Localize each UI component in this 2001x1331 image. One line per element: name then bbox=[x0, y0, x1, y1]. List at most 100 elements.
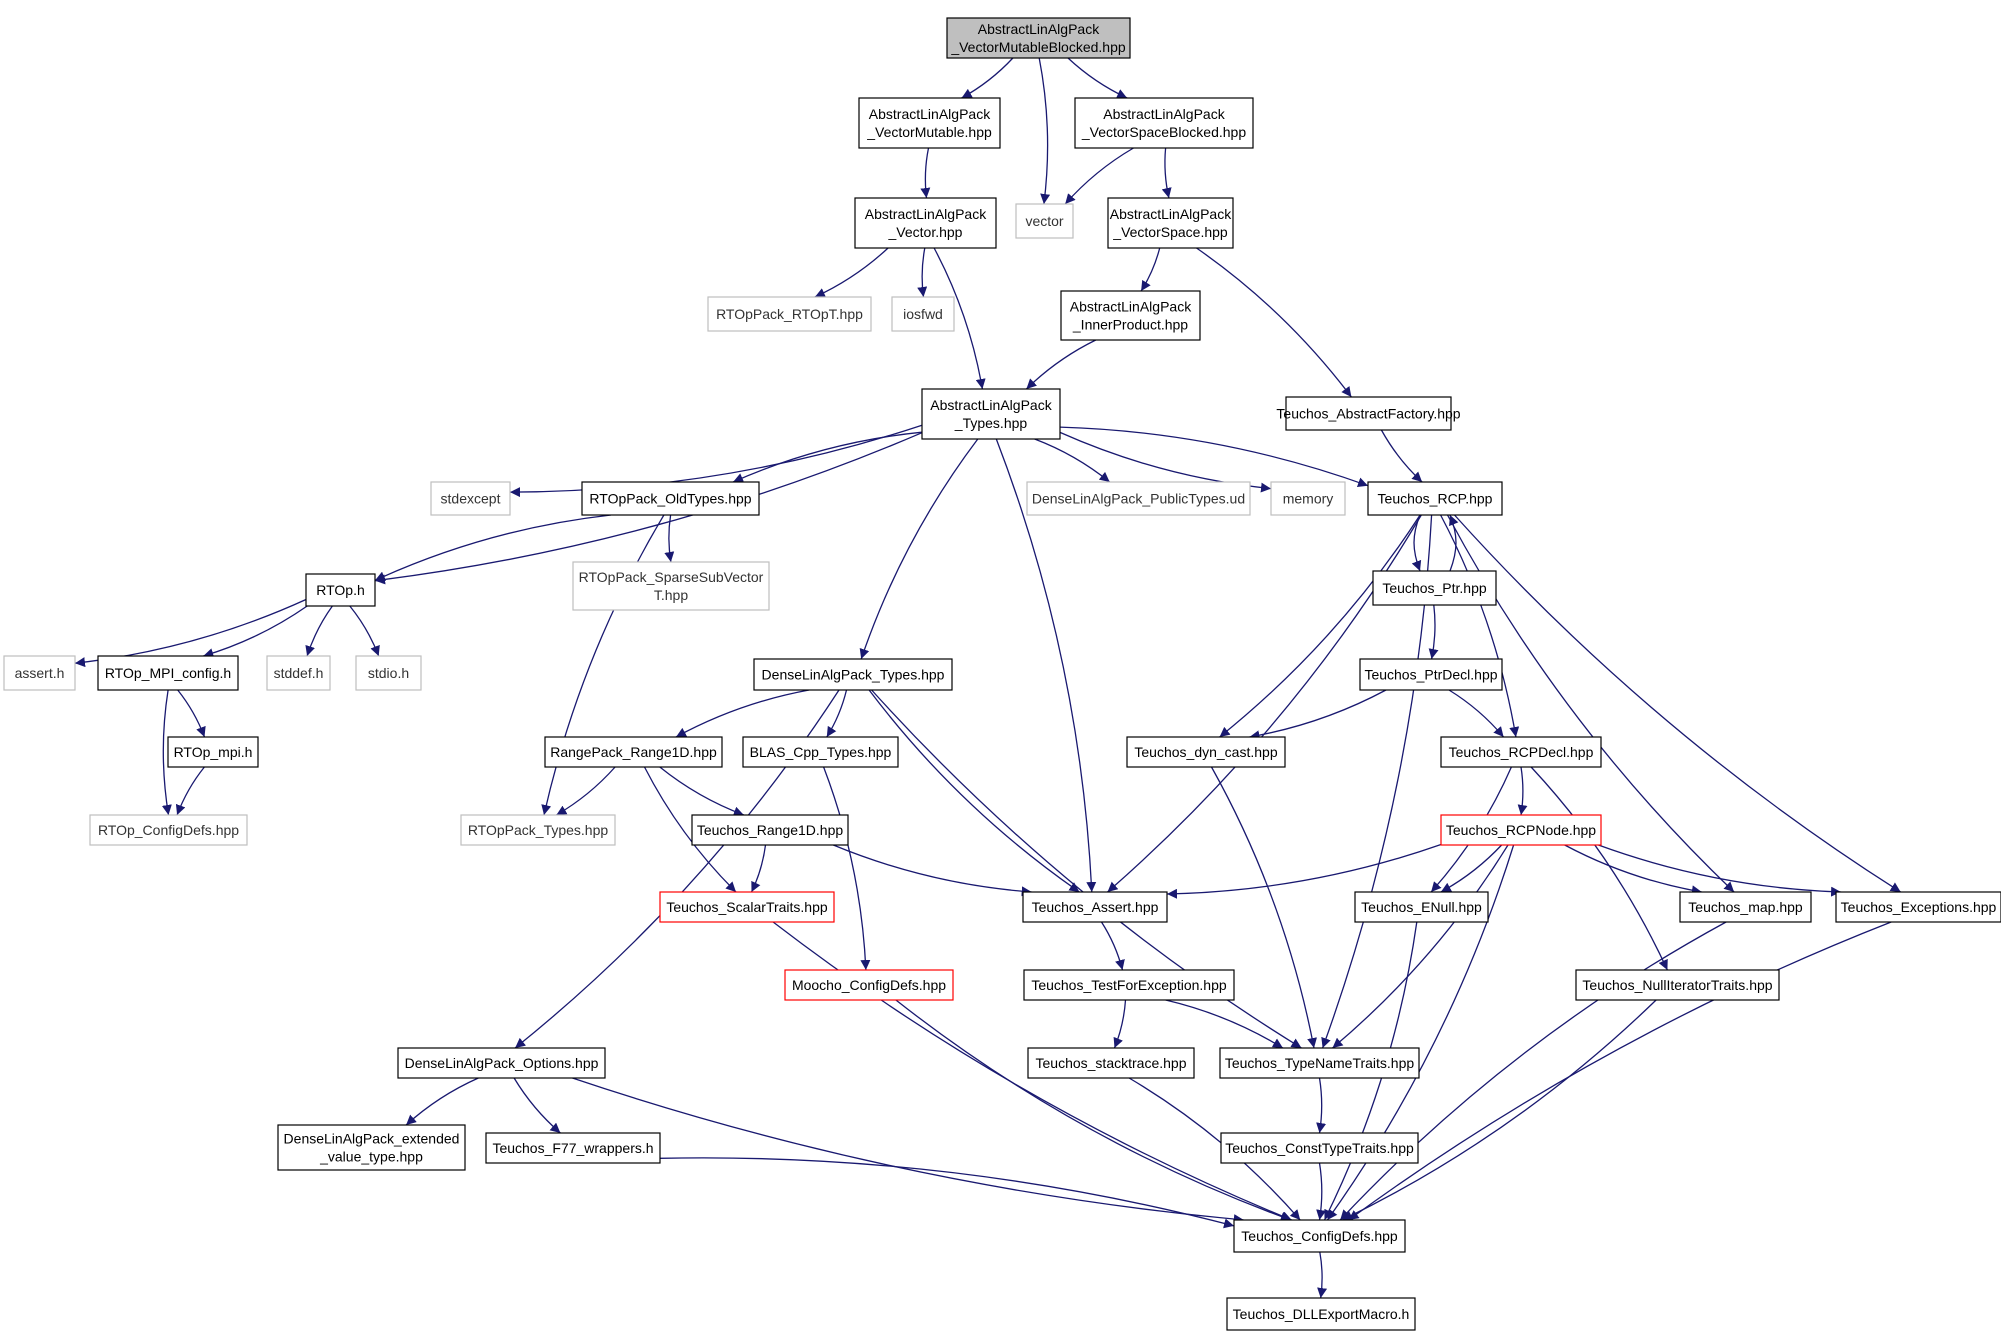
node-tassert[interactable]: Teuchos_Assert.hpp bbox=[1022, 891, 1168, 923]
edge-dlaopt-to-ext bbox=[405, 1077, 479, 1126]
node-box-memory bbox=[1270, 481, 1346, 516]
edge-types-to-stdexcept bbox=[509, 424, 923, 498]
edge-vsb-to-vs bbox=[1161, 147, 1172, 199]
edge-types-to-dlapt bbox=[1034, 438, 1111, 483]
node-box-rtoph bbox=[305, 573, 376, 607]
node-dlatypes[interactable]: DenseLinAlgPack_Types.hpp bbox=[753, 658, 953, 691]
node-box-vector bbox=[1015, 203, 1074, 239]
node-dyncast[interactable]: Teuchos_dyn_cast.hpp bbox=[1126, 736, 1286, 768]
node-vsb[interactable]: AbstractLinAlgPack_VectorSpaceBlocked.hp… bbox=[1074, 97, 1254, 149]
edge-dlatypes-to-tnt bbox=[871, 689, 1302, 1049]
edge-ptr-to-ptrdecl bbox=[1428, 604, 1439, 660]
node-memory: memory bbox=[1270, 481, 1346, 516]
edge-types-to-rcp bbox=[1059, 426, 1369, 488]
edge-oldtypes-to-ssv bbox=[664, 514, 675, 563]
edge-dlaopt-to-f77 bbox=[513, 1077, 561, 1134]
node-dlaopt[interactable]: DenseLinAlgPack_Options.hpp bbox=[397, 1047, 606, 1079]
node-ptr[interactable]: Teuchos_Ptr.hpp bbox=[1372, 570, 1497, 606]
node-trange1d[interactable]: Teuchos_Range1D.hpp bbox=[691, 814, 849, 846]
node-vector: vector bbox=[1015, 203, 1074, 239]
node-rcp[interactable]: Teuchos_RCP.hpp bbox=[1367, 481, 1503, 516]
node-box-rcpnode bbox=[1440, 814, 1602, 846]
edge-trange1d-to-tassert bbox=[833, 844, 1032, 897]
node-rcpnode[interactable]: Teuchos_RCPNode.hpp bbox=[1440, 814, 1602, 846]
node-box-rcpdecl bbox=[1440, 736, 1602, 768]
node-vs[interactable]: AbstractLinAlgPack_VectorSpace.hpp bbox=[1107, 197, 1234, 249]
edge-dlaopt-to-tconfig bbox=[572, 1077, 1244, 1225]
node-box-tnt bbox=[1219, 1047, 1420, 1079]
node-label-vsb-0: AbstractLinAlgPack bbox=[1103, 106, 1225, 122]
edge-ptrdecl-to-rcpdecl bbox=[1448, 689, 1505, 738]
node-types[interactable]: AbstractLinAlgPack_Types.hpp bbox=[921, 388, 1061, 440]
edge-types-to-tassert bbox=[995, 438, 1097, 893]
node-mpiconfig[interactable]: RTOp_MPI_config.h bbox=[97, 655, 239, 691]
edge-types-to-rtoph bbox=[374, 432, 923, 585]
node-box-vs bbox=[1107, 197, 1234, 249]
edge-nit-to-tconfig bbox=[1342, 999, 1657, 1221]
dependency-edges bbox=[74, 57, 1902, 1299]
node-tconfig[interactable]: Teuchos_ConfigDefs.hpp bbox=[1233, 1219, 1406, 1253]
edge-rtoph-to-mpiconfig bbox=[203, 605, 308, 658]
node-root[interactable]: AbstractLinAlgPack_VectorMutableBlocked.… bbox=[946, 17, 1131, 59]
node-f77[interactable]: Teuchos_F77_wrappers.h bbox=[485, 1132, 661, 1164]
node-nit[interactable]: Teuchos_NullIteratorTraits.hpp bbox=[1575, 969, 1780, 1001]
node-blas[interactable]: BLAS_Cpp_Types.hpp bbox=[742, 736, 899, 768]
node-enull[interactable]: Teuchos_ENull.hpp bbox=[1354, 891, 1489, 923]
node-dll[interactable]: Teuchos_DLLExportMacro.h bbox=[1226, 1297, 1416, 1331]
node-stddef: stddef.h bbox=[266, 655, 331, 691]
node-ip[interactable]: AbstractLinAlgPack_InnerProduct.hpp bbox=[1060, 290, 1201, 341]
node-dlapt: DenseLinAlgPack_PublicTypes.ud bbox=[1026, 481, 1251, 516]
edge-oldtypes-to-rtoph bbox=[374, 514, 612, 581]
node-ctt[interactable]: Teuchos_ConstTypeTraits.hpp bbox=[1220, 1132, 1419, 1164]
node-tmap[interactable]: Teuchos_map.hpp bbox=[1679, 891, 1812, 923]
node-label-dyncast-0: Teuchos_dyn_cast.hpp bbox=[1134, 744, 1277, 760]
node-box-rtoppacktypes bbox=[460, 814, 616, 846]
node-vm[interactable]: AbstractLinAlgPack_VectorMutable.hpp bbox=[858, 97, 1001, 149]
node-ext[interactable]: DenseLinAlgPack_extended_value_type.hpp bbox=[277, 1124, 466, 1171]
edge-rcpnode-to-texc bbox=[1598, 844, 1842, 897]
node-label-asserth-0: assert.h bbox=[15, 665, 65, 681]
node-box-ssv bbox=[572, 561, 770, 611]
node-label-ext-0: DenseLinAlgPack_extended bbox=[284, 1131, 460, 1147]
node-af[interactable]: Teuchos_AbstractFactory.hpp bbox=[1276, 396, 1461, 431]
node-label-tnt-0: Teuchos_TypeNameTraits.hpp bbox=[1225, 1055, 1415, 1071]
node-box-rtopconfig bbox=[89, 814, 248, 846]
edge-rcp-to-texc bbox=[1454, 514, 1902, 893]
node-box-dlatypes bbox=[753, 658, 953, 691]
edge-rcpnode-to-tassert bbox=[1166, 843, 1442, 899]
node-label-vm-1: _VectorMutable.hpp bbox=[866, 124, 992, 140]
node-box-asserth bbox=[3, 655, 76, 691]
node-box-blas bbox=[742, 736, 899, 768]
node-texc[interactable]: Teuchos_Exceptions.hpp bbox=[1835, 891, 2001, 923]
node-box-moocho bbox=[784, 969, 954, 1001]
node-label-trange1d-0: Teuchos_Range1D.hpp bbox=[697, 822, 844, 838]
node-scalartraits[interactable]: Teuchos_ScalarTraits.hpp bbox=[659, 891, 835, 923]
node-label-scalartraits-0: Teuchos_ScalarTraits.hpp bbox=[666, 899, 828, 915]
edge-tfe-to-stack bbox=[1113, 999, 1127, 1049]
node-tnt[interactable]: Teuchos_TypeNameTraits.hpp bbox=[1219, 1047, 1420, 1079]
node-label-v-0: AbstractLinAlgPack bbox=[865, 206, 987, 222]
node-rcpdecl[interactable]: Teuchos_RCPDecl.hpp bbox=[1440, 736, 1602, 768]
node-box-stack bbox=[1027, 1047, 1195, 1079]
node-tfe[interactable]: Teuchos_TestForException.hpp bbox=[1023, 969, 1235, 1001]
node-rtopmpi[interactable]: RTOp_mpi.h bbox=[167, 736, 259, 768]
node-ptrdecl[interactable]: Teuchos_PtrDecl.hpp bbox=[1359, 658, 1503, 691]
node-box-ext bbox=[277, 1124, 466, 1171]
node-stack[interactable]: Teuchos_stacktrace.hpp bbox=[1027, 1047, 1195, 1079]
edge-v-to-types bbox=[933, 247, 986, 390]
node-rtoph[interactable]: RTOp.h bbox=[305, 573, 376, 607]
node-label-dlatypes-0: DenseLinAlgPack_Types.hpp bbox=[762, 667, 945, 683]
node-label-iosfwd-0: iosfwd bbox=[903, 306, 943, 322]
edge-rcpdecl-to-rcpnode bbox=[1517, 766, 1528, 816]
node-box-af bbox=[1285, 396, 1452, 431]
node-box-ptr bbox=[1372, 570, 1497, 606]
node-moocho[interactable]: Moocho_ConfigDefs.hpp bbox=[784, 969, 954, 1001]
node-oldtypes[interactable]: RTOpPack_OldTypes.hpp bbox=[581, 481, 760, 516]
node-range1d[interactable]: RangePack_Range1D.hpp bbox=[544, 736, 723, 768]
edge-dlatypes-to-tassert bbox=[868, 689, 1080, 893]
node-box-dlapt bbox=[1026, 481, 1251, 516]
edge-tfe-to-tnt bbox=[1165, 999, 1284, 1049]
node-roptt: RTOpPack_RTOpT.hpp bbox=[707, 296, 872, 332]
node-v[interactable]: AbstractLinAlgPack_Vector.hpp bbox=[854, 197, 997, 249]
